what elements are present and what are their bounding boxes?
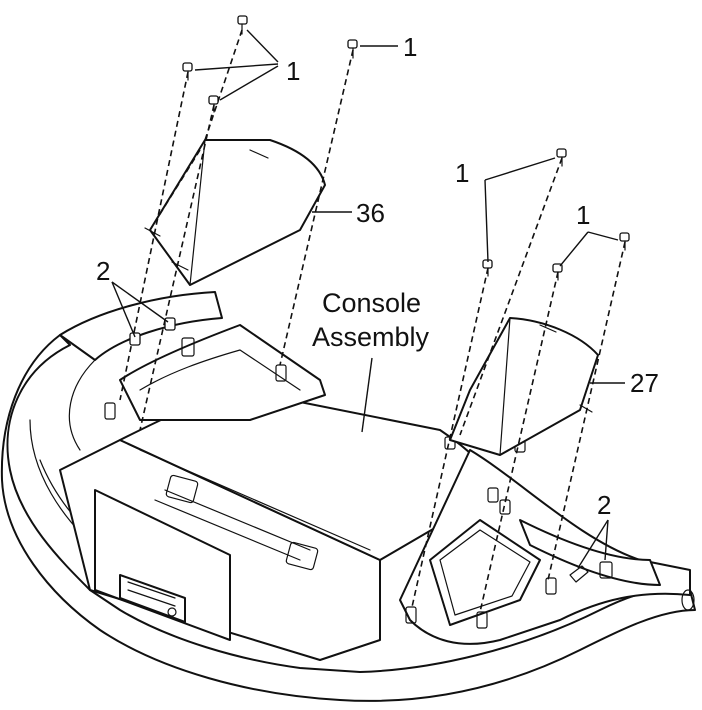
clip-icon <box>129 332 141 346</box>
callout-screw-top-center: 1 <box>403 32 417 62</box>
clip-icon <box>164 317 176 331</box>
screw-icon <box>347 39 358 59</box>
console-assembly-label-line2: Assembly <box>312 322 430 352</box>
assembly-lines <box>119 29 626 613</box>
handlebar-frame <box>0 291 696 702</box>
callout-screw-right-upper: 1 <box>455 158 469 188</box>
cover-27 <box>449 317 599 456</box>
callout-cover-27: 27 <box>630 368 659 398</box>
callout-screw-right-lower: 1 <box>576 200 590 230</box>
screw-icon <box>182 62 193 81</box>
console-assembly-label-line1: Console <box>322 288 421 318</box>
screws <box>129 15 630 346</box>
console-body <box>59 324 695 661</box>
callout-clip-left: 2 <box>96 256 110 286</box>
callout-clip-right: 2 <box>597 490 611 520</box>
screw-icon <box>482 259 493 277</box>
callout-screw-top-left: 1 <box>286 56 300 86</box>
cover-36 <box>144 139 326 286</box>
screw-icon <box>619 232 630 251</box>
callout-labels: 1 1 36 2 1 1 27 2 Console Assembly <box>96 32 659 520</box>
callout-cover-36: 36 <box>356 198 385 228</box>
screw-icon <box>237 15 248 35</box>
screw-icon <box>208 95 219 113</box>
screw-icon <box>552 263 563 281</box>
leader-lines <box>111 29 625 569</box>
screw-icon <box>556 148 567 167</box>
